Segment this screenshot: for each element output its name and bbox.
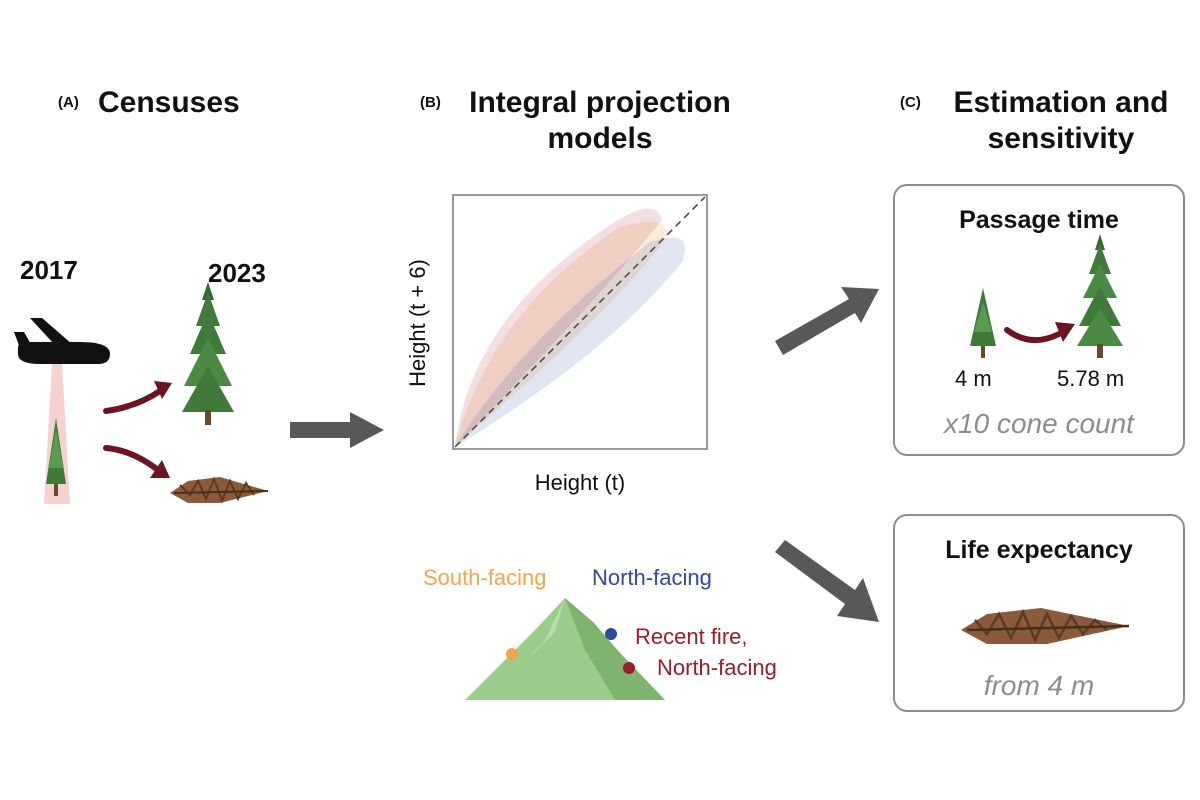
mortality-arrow [103,445,170,478]
dead-tree-icon [961,608,1130,644]
site-north-marker [605,628,617,640]
panel-b-title-line1: Integral projection [469,86,731,119]
passage-from-label: 4 m [955,366,992,391]
life-expectancy-box: Life expectancy from 4 m [893,514,1185,712]
tree-icon [970,288,996,358]
panel-c-title-line2: sensitivity [987,122,1135,155]
ipm-ylabel: Height (t + 6) [405,259,430,387]
panel-c-header: (C) Estimation and sensitivity [900,86,1190,162]
tree-icon [182,282,234,425]
flow-arrow [290,412,384,448]
airplane-icon [14,318,110,364]
legend-north: North-facing [592,565,712,590]
legend-fire-line2: North-facing [657,655,777,680]
passage-time-title: Passage time [959,206,1119,234]
panel-b-title-line2: models [547,122,653,155]
panel-b-header: (B) Integral projection models [420,86,750,162]
year-start-label: 2017 [20,255,78,285]
site-fire-marker [623,662,635,674]
growth-arrow [1004,322,1075,343]
passage-time-box: Passage time 4 m 5.78 m x10 cone count [893,184,1185,456]
tree-icon [1077,234,1123,358]
panel-a-header: (A) Censuses [58,86,278,126]
panel-b-letter: (B) [420,94,441,111]
passage-note: x10 cone count [944,408,1134,439]
ipm-xlabel: Height (t) [534,470,626,495]
growth-arrow [103,381,172,414]
legend-south: South-facing [423,565,547,590]
year-end-label: 2023 [208,258,266,288]
mountain-icon [465,598,665,700]
tree-icon [46,418,66,496]
ipm-kernel-fire [455,208,662,447]
panel-c-letter: (C) [900,94,921,111]
passage-to-label: 5.78 m [1057,366,1125,391]
flow-arrow [775,287,879,355]
ipm-kernel-south [455,221,667,447]
legend-fire-line1: Recent fire, [635,624,748,649]
site-south-marker [506,648,518,660]
panel-a-letter: (A) [58,94,79,111]
life-expectancy-note: from 4 m [983,670,1095,701]
panel-c-title-line1: Estimation and [953,86,1169,119]
ipm-kernel-north [455,237,685,447]
flow-arrow [775,540,879,622]
life-expectancy-title: Life expectancy [945,536,1133,564]
dead-tree-icon [170,476,269,504]
ipm-plot [452,194,708,450]
panel-a-title: Censuses [98,86,240,119]
